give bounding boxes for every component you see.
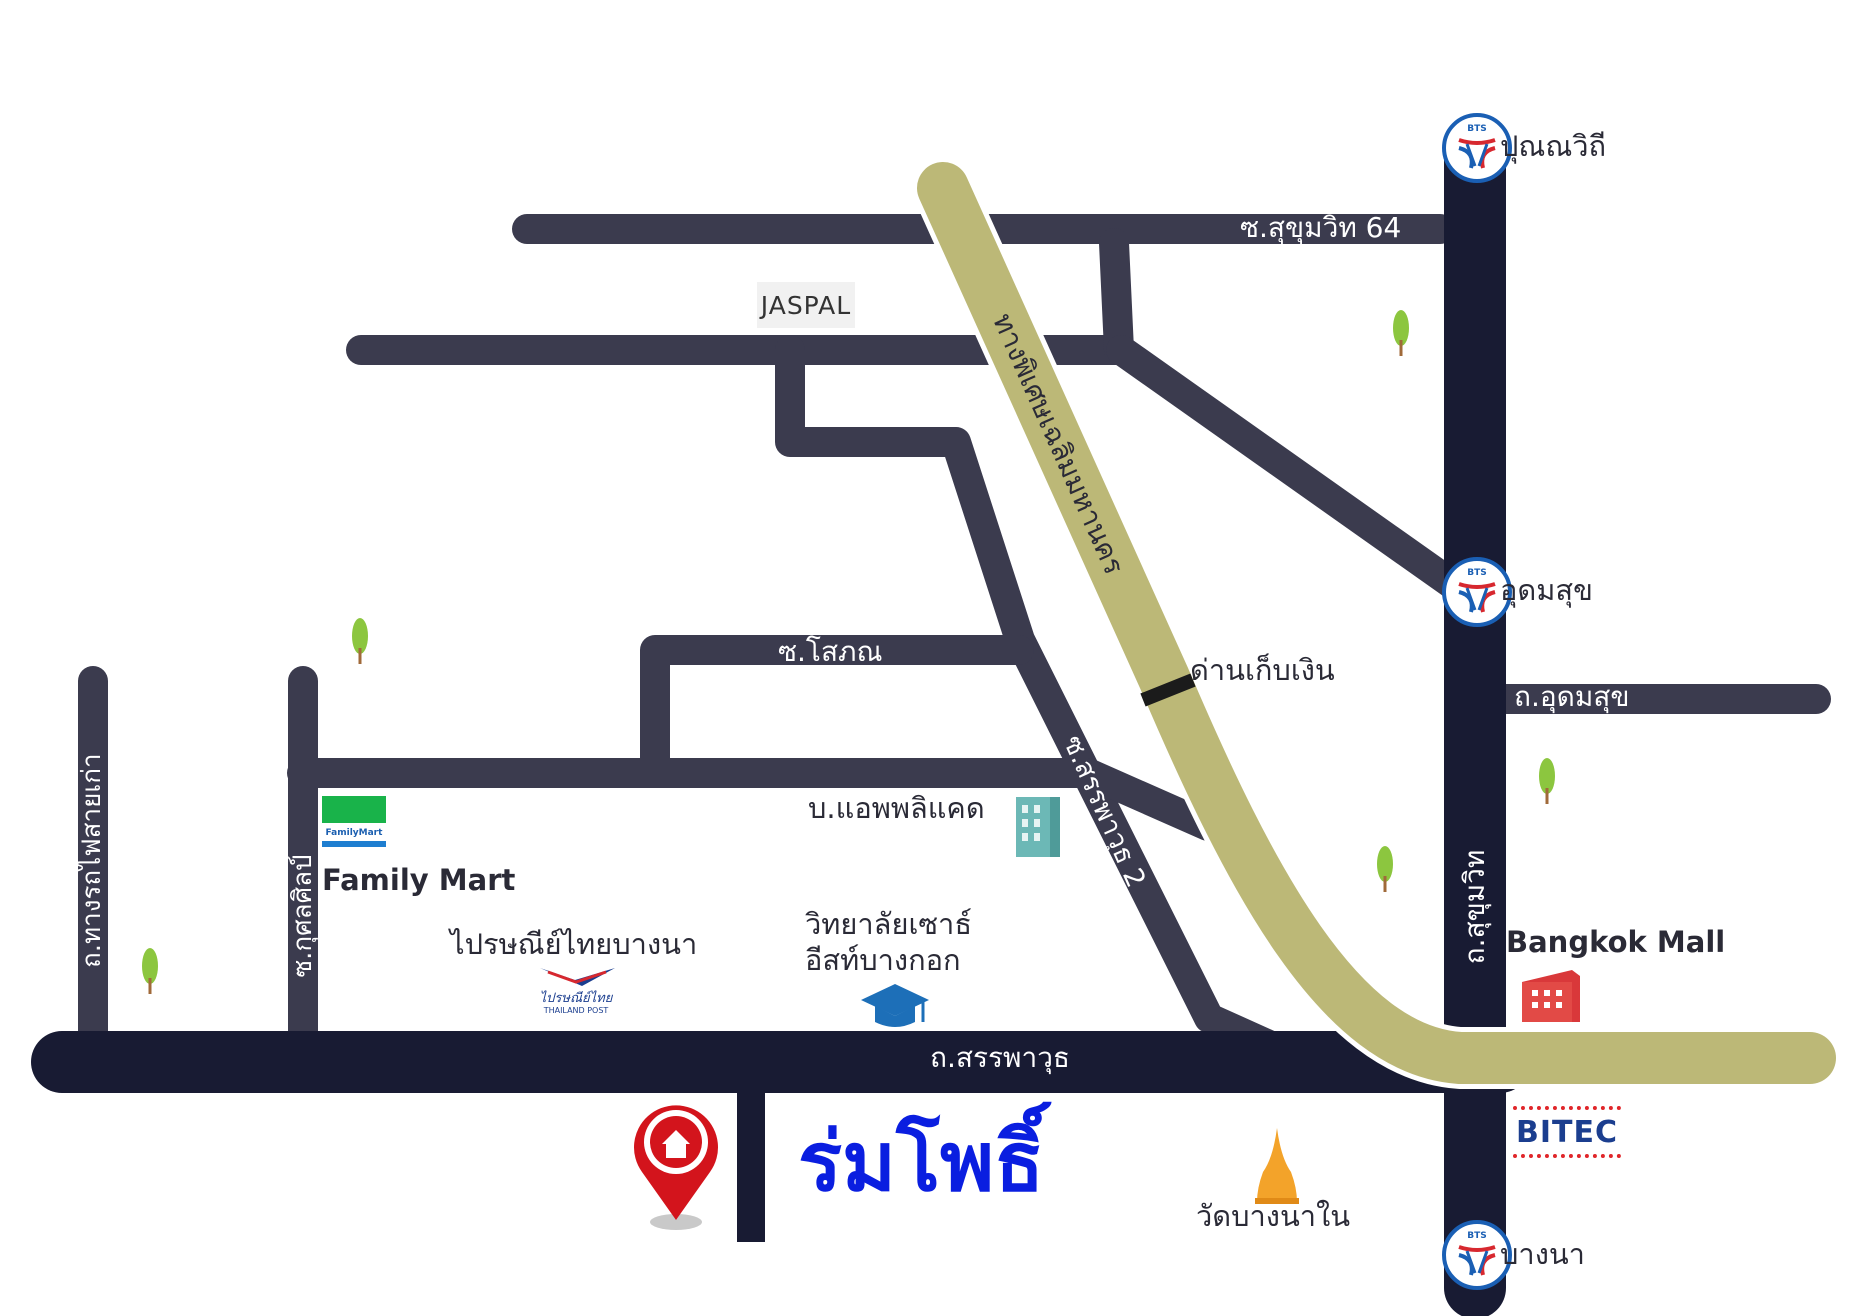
bitec-logo-text: BITEC [1515, 1115, 1618, 1150]
home-pin-icon[interactable] [634, 1105, 718, 1230]
road-sanphawut-2 [775, 335, 1295, 1065]
expressway-chaloem-maha-nakhon [917, 162, 1836, 1084]
toll-booth-marker [1140, 673, 1196, 707]
svg-text:BTS: BTS [1467, 1231, 1486, 1241]
tree-icon [142, 948, 158, 994]
road-connector [1099, 228, 1134, 365]
graduation-cap-icon [861, 984, 929, 1027]
bts-stations: BTS BTS BTS [1442, 113, 1512, 1290]
mall-building-icon [1522, 970, 1580, 1022]
main-roads [31, 119, 1531, 1316]
label-udomsuk-road: ถ.อุดมสุข [1514, 680, 1630, 713]
bts-logo-icon[interactable]: BTS [1442, 113, 1512, 183]
label-bts-bang-na: บางนา [1500, 1237, 1585, 1271]
label-old-railway-road: ถ.ทางรถไฟสายเก่า [77, 753, 107, 968]
label-wat-bang-na-nai: วัดบางนาใน [1196, 1199, 1351, 1233]
home-title: ร่มโพธิ์ [798, 1115, 1045, 1210]
bitec-logo: BITEC [1507, 1106, 1627, 1162]
label-applicad: บ.แอพพลิแคด [808, 791, 985, 825]
minor-roads [78, 214, 1831, 1065]
family-mart-logo-text: FamilyMart [325, 828, 383, 838]
svg-text:THAILAND POST: THAILAND POST [543, 1006, 609, 1015]
temple-icon [1255, 1128, 1299, 1204]
office-building-icon [1016, 797, 1060, 857]
road-sukhumvit-66-1 [1106, 335, 1470, 601]
tree-icon [1393, 310, 1409, 356]
label-sukhumvit-road: ถ.สุขุมวิท [1458, 849, 1491, 965]
road-sophon [640, 635, 1034, 775]
soi-rom-pho [737, 1090, 765, 1242]
jaspal-logo: JASPAL [757, 282, 855, 328]
thailand-post-logo: ไปรษณีย์ไทย THAILAND POST [540, 968, 615, 1015]
label-family-mart: Family Mart [322, 863, 516, 897]
label-bts-punnawithi: ปุณณวิถี [1500, 129, 1607, 163]
label-kusolsin: ซ.กุศลศิลป์ [288, 854, 318, 978]
tree-icon [352, 618, 368, 664]
svg-text:BTS: BTS [1467, 568, 1486, 578]
label-college-line2: อีสท์บางกอก [805, 943, 961, 977]
label-sukhumvit-64: ซ.สุขุมวิท 64 [1240, 211, 1402, 244]
label-college-line1: วิทยาลัยเซาธ์ [805, 907, 973, 941]
label-toll-booth: ด่านเก็บเงิน [1190, 653, 1335, 687]
label-sophon: ซ.โสภณ [778, 635, 883, 668]
bts-logo-icon[interactable]: BTS [1442, 557, 1512, 627]
label-post-office: ไปรษณีย์ไทยบางนา [450, 927, 698, 961]
tree-icon [1539, 758, 1555, 804]
label-bangkok-mall: Bangkok Mall [1506, 925, 1726, 959]
svg-text:ไปรษณีย์ไทย: ไปรษณีย์ไทย [540, 990, 614, 1006]
label-bts-udomsuk: อุดมสุข [1500, 573, 1593, 607]
label-sanphawut-road: ถ.สรรพาวุธ [930, 1041, 1071, 1074]
bts-logo-icon[interactable]: BTS [1442, 1220, 1512, 1290]
family-mart-logo: FamilyMart [322, 796, 386, 858]
road-mid-soi [287, 758, 1223, 841]
tree-icon [1377, 846, 1393, 892]
svg-text:BTS: BTS [1467, 124, 1486, 134]
trees [142, 310, 1555, 994]
